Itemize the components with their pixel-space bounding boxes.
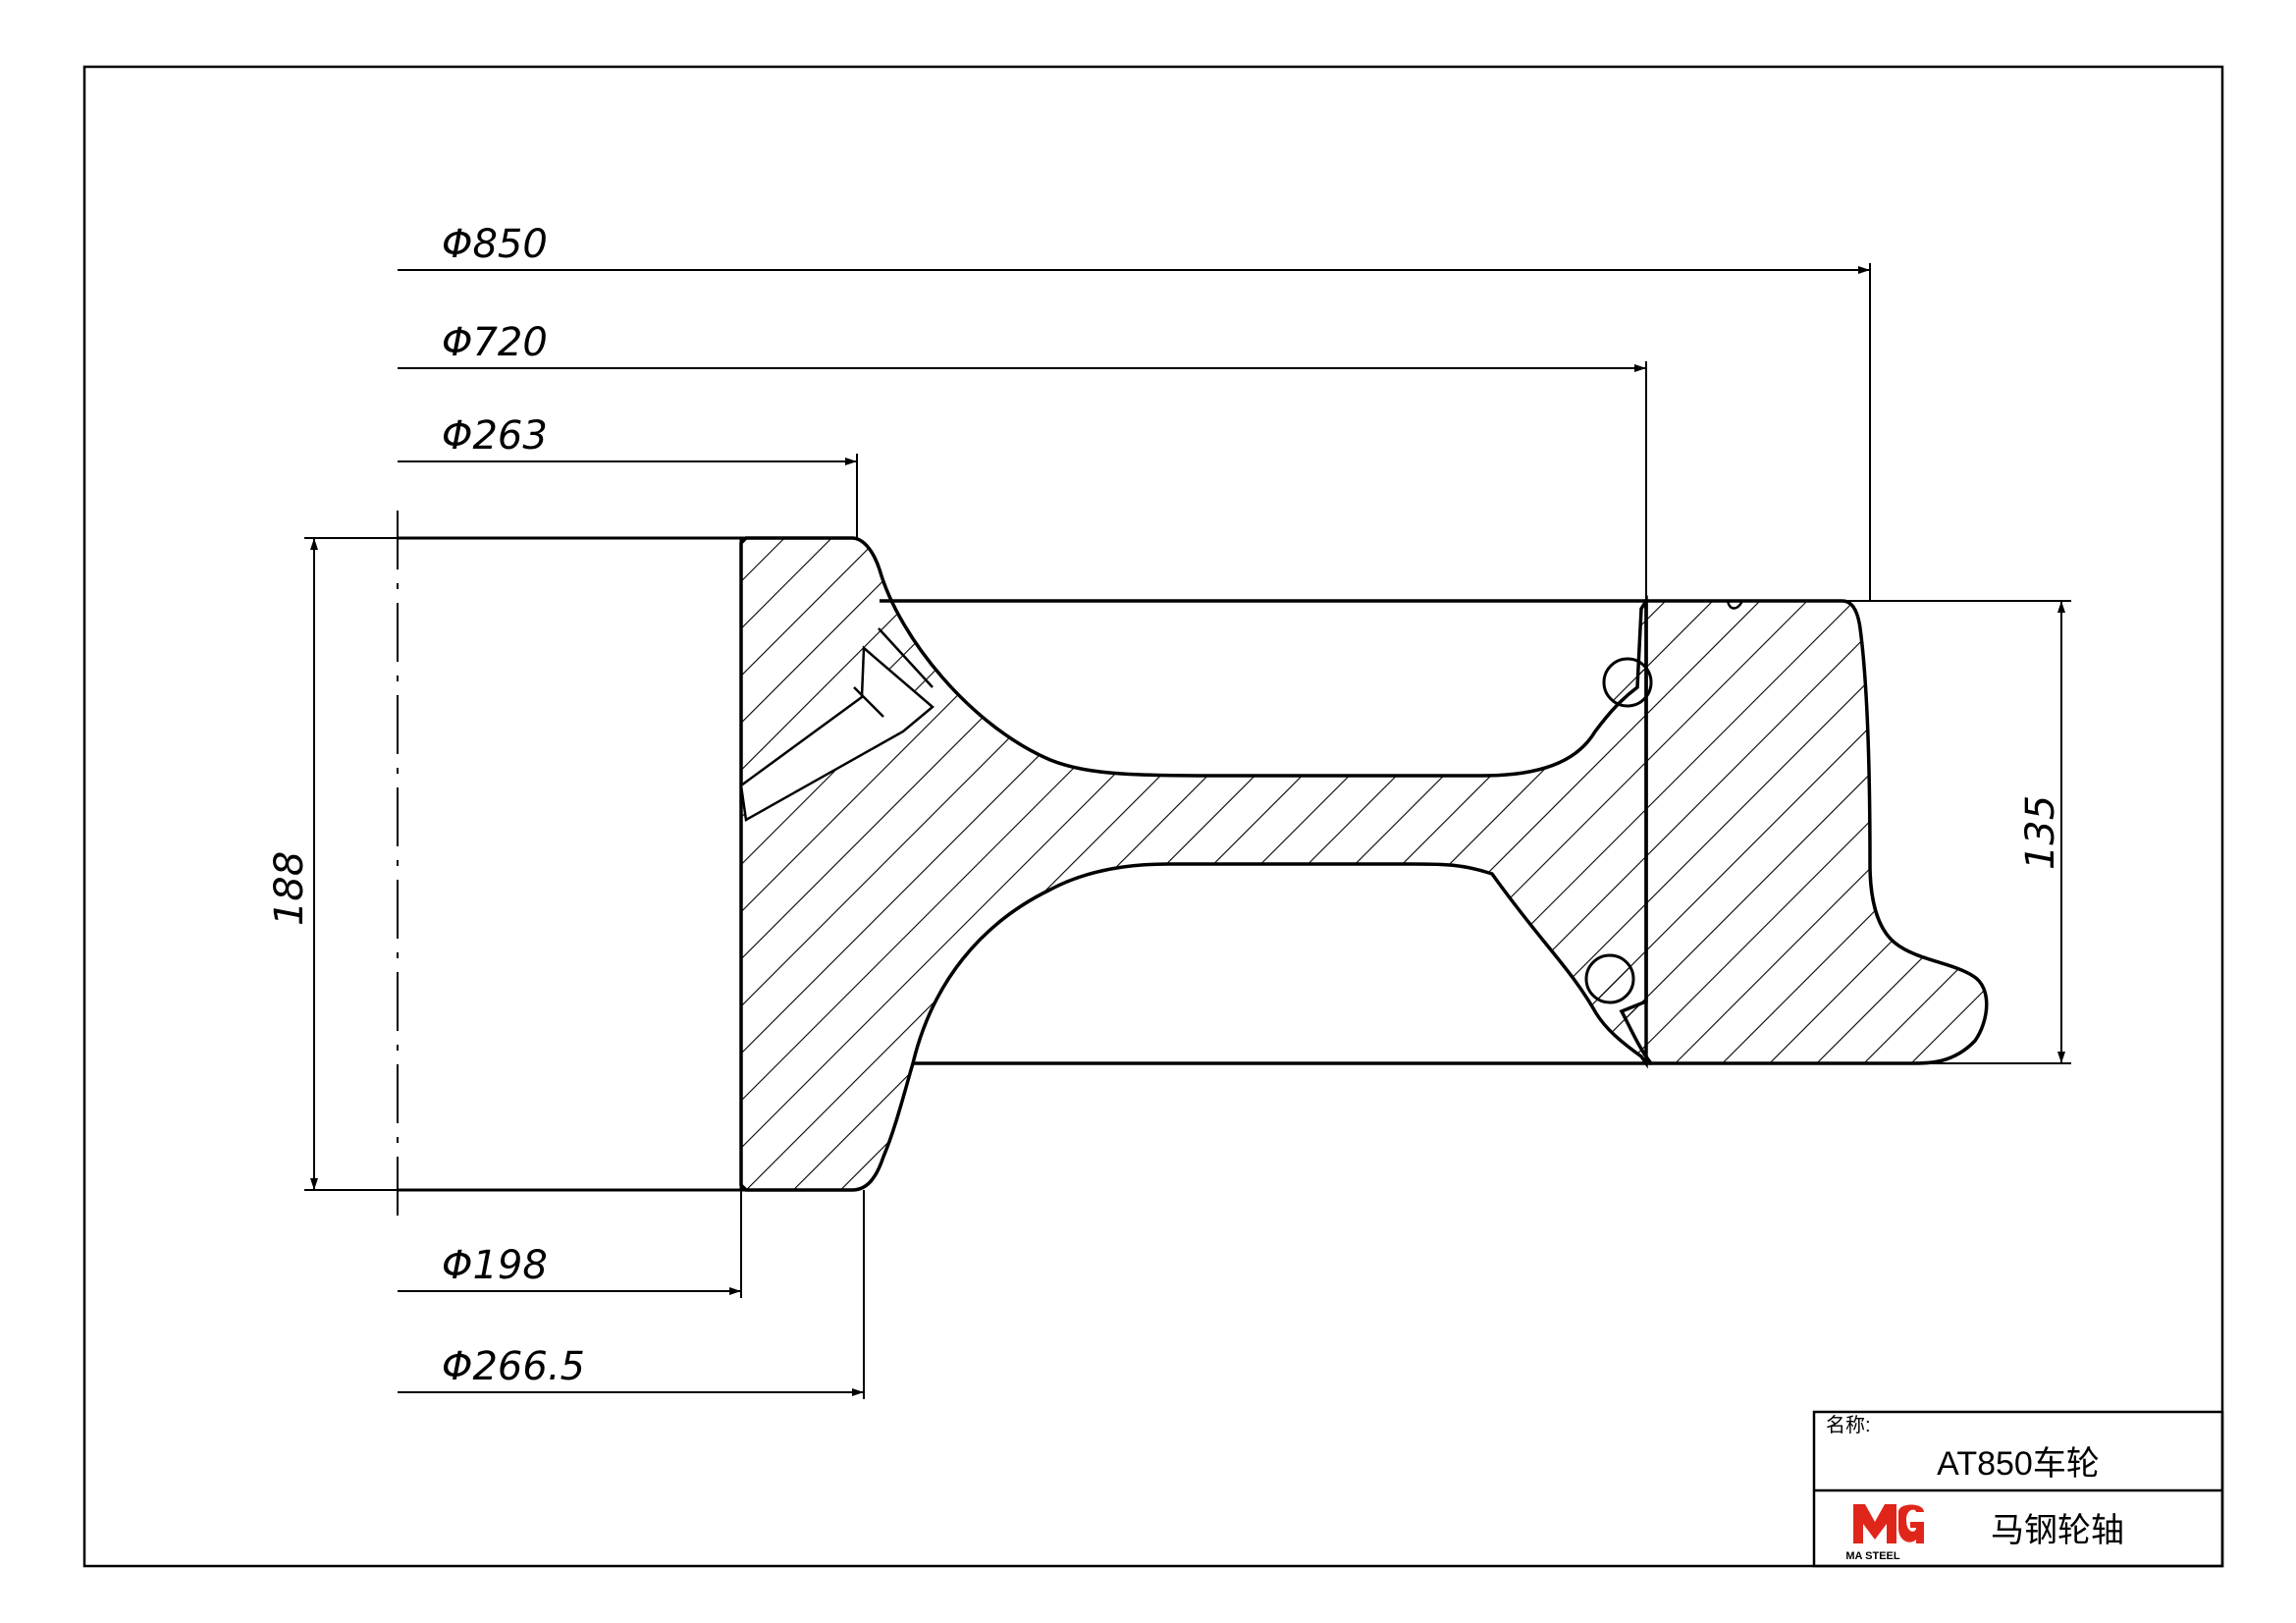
title-block: [1812, 1410, 2224, 1568]
upper-groove-circle: [1602, 657, 1653, 708]
dim-d266-5: Φ266.5: [442, 1344, 585, 1389]
lower-groove-circle: [1584, 953, 1635, 1004]
oil-hole: [739, 627, 934, 822]
drawing-frame: [82, 65, 2224, 1568]
small-notch: [1726, 600, 1744, 610]
dim-d850: Φ850: [442, 222, 548, 267]
dim-188: 188: [267, 851, 312, 926]
hub-web-section: [739, 536, 1648, 1192]
dim-135: 135: [2018, 795, 2063, 870]
dim-d263: Φ263: [442, 413, 548, 459]
rim-section: [1619, 599, 1989, 1065]
company-name: 马钢轮轴: [1991, 1512, 2124, 1549]
name-label: 名称:: [1826, 1414, 1871, 1436]
dim-d198: Φ198: [442, 1243, 548, 1288]
part-name: AT850车轮: [1937, 1445, 2100, 1483]
ma-steel-logo: MA STEEL: [1845, 1504, 1924, 1562]
dim-d720: Φ720: [442, 320, 548, 365]
logo-text: MA STEEL: [1845, 1550, 1899, 1562]
